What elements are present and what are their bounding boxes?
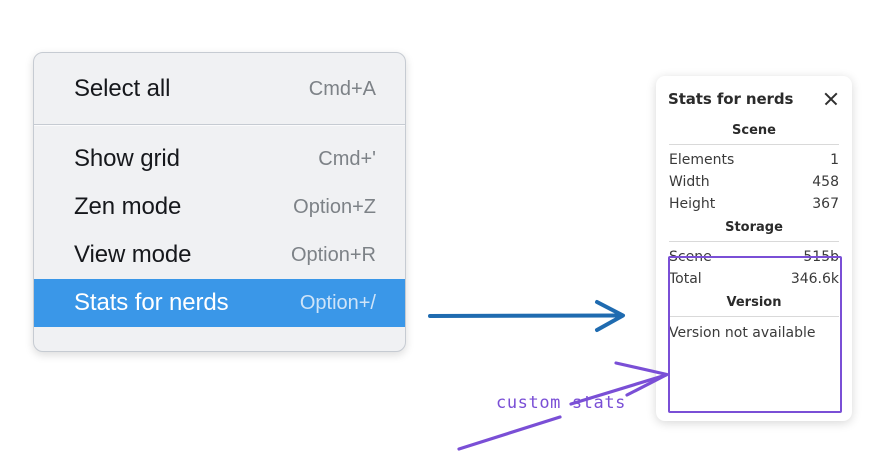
stat-row-height: Height 367 (668, 193, 840, 215)
section-rule (669, 241, 839, 242)
menu-item-shortcut: Cmd+A (308, 77, 376, 100)
stat-value: 367 (812, 196, 839, 212)
stat-key: Scene (669, 249, 712, 265)
stat-value: 515b (803, 249, 839, 265)
menu-item-select-all[interactable]: Select all Cmd+A (34, 65, 405, 113)
stat-value: 1 (830, 152, 839, 168)
underline-stroke (457, 415, 562, 451)
menu-item-view-mode[interactable]: View mode Option+R (34, 231, 405, 279)
stats-panel-header: Stats for nerds (668, 76, 840, 118)
stats-for-nerds-panel: Stats for nerds Scene Elements 1 Width 4… (656, 76, 852, 421)
menu-footer-spacer (34, 327, 405, 346)
menu-item-label: Select all (74, 75, 171, 102)
stat-row-storage-total: Total 346.6k (668, 268, 840, 290)
section-rule (669, 316, 839, 317)
stat-key: Total (669, 271, 702, 287)
menu-item-label: Show grid (74, 145, 180, 172)
section-title-version: Version (726, 295, 782, 310)
stat-key: Width (669, 174, 710, 190)
canvas-context-menu: Select all Cmd+A Show grid Cmd+' Zen mod… (33, 52, 406, 352)
menu-item-shortcut: Option+/ (299, 291, 376, 314)
menu-item-label: Stats for nerds (74, 289, 229, 316)
menu-item-label: Zen mode (74, 193, 182, 220)
menu-item-shortcut: Option+R (290, 243, 376, 266)
section-title-storage: Storage (725, 220, 783, 235)
menu-item-label: View mode (74, 241, 192, 268)
stat-row-width: Width 458 (668, 171, 840, 193)
menu-item-stats-for-nerds[interactable]: Stats for nerds Option+/ (34, 279, 405, 327)
stat-key: Elements (669, 152, 735, 168)
stat-row-storage-scene: Scene 515b (668, 246, 840, 268)
section-title-scene: Scene (732, 123, 776, 138)
menu-item-shortcut: Cmd+' (318, 147, 376, 170)
menu-separator (34, 124, 405, 125)
arrow-menu-to-panel (428, 300, 625, 332)
close-icon[interactable] (822, 90, 840, 108)
stat-value: 458 (812, 174, 839, 190)
menu-item-shortcut: Option+Z (293, 195, 376, 218)
menu-item-zen-mode[interactable]: Zen mode Option+Z (34, 183, 405, 231)
stat-row-elements: Elements 1 (668, 149, 840, 171)
stat-key: Height (669, 196, 716, 212)
section-rule (669, 144, 839, 145)
menu-item-show-grid[interactable]: Show grid Cmd+' (34, 135, 405, 183)
menu-group-1: Select all Cmd+A (34, 53, 405, 124)
stat-value: 346.6k (790, 271, 839, 287)
menu-group-2: Show grid Cmd+' Zen mode Option+Z View m… (34, 125, 405, 346)
stat-version-value: Version not available (669, 325, 816, 341)
custom-stats-annotation-label: custom stats (496, 393, 627, 413)
stats-panel-title: Stats for nerds (668, 90, 794, 108)
